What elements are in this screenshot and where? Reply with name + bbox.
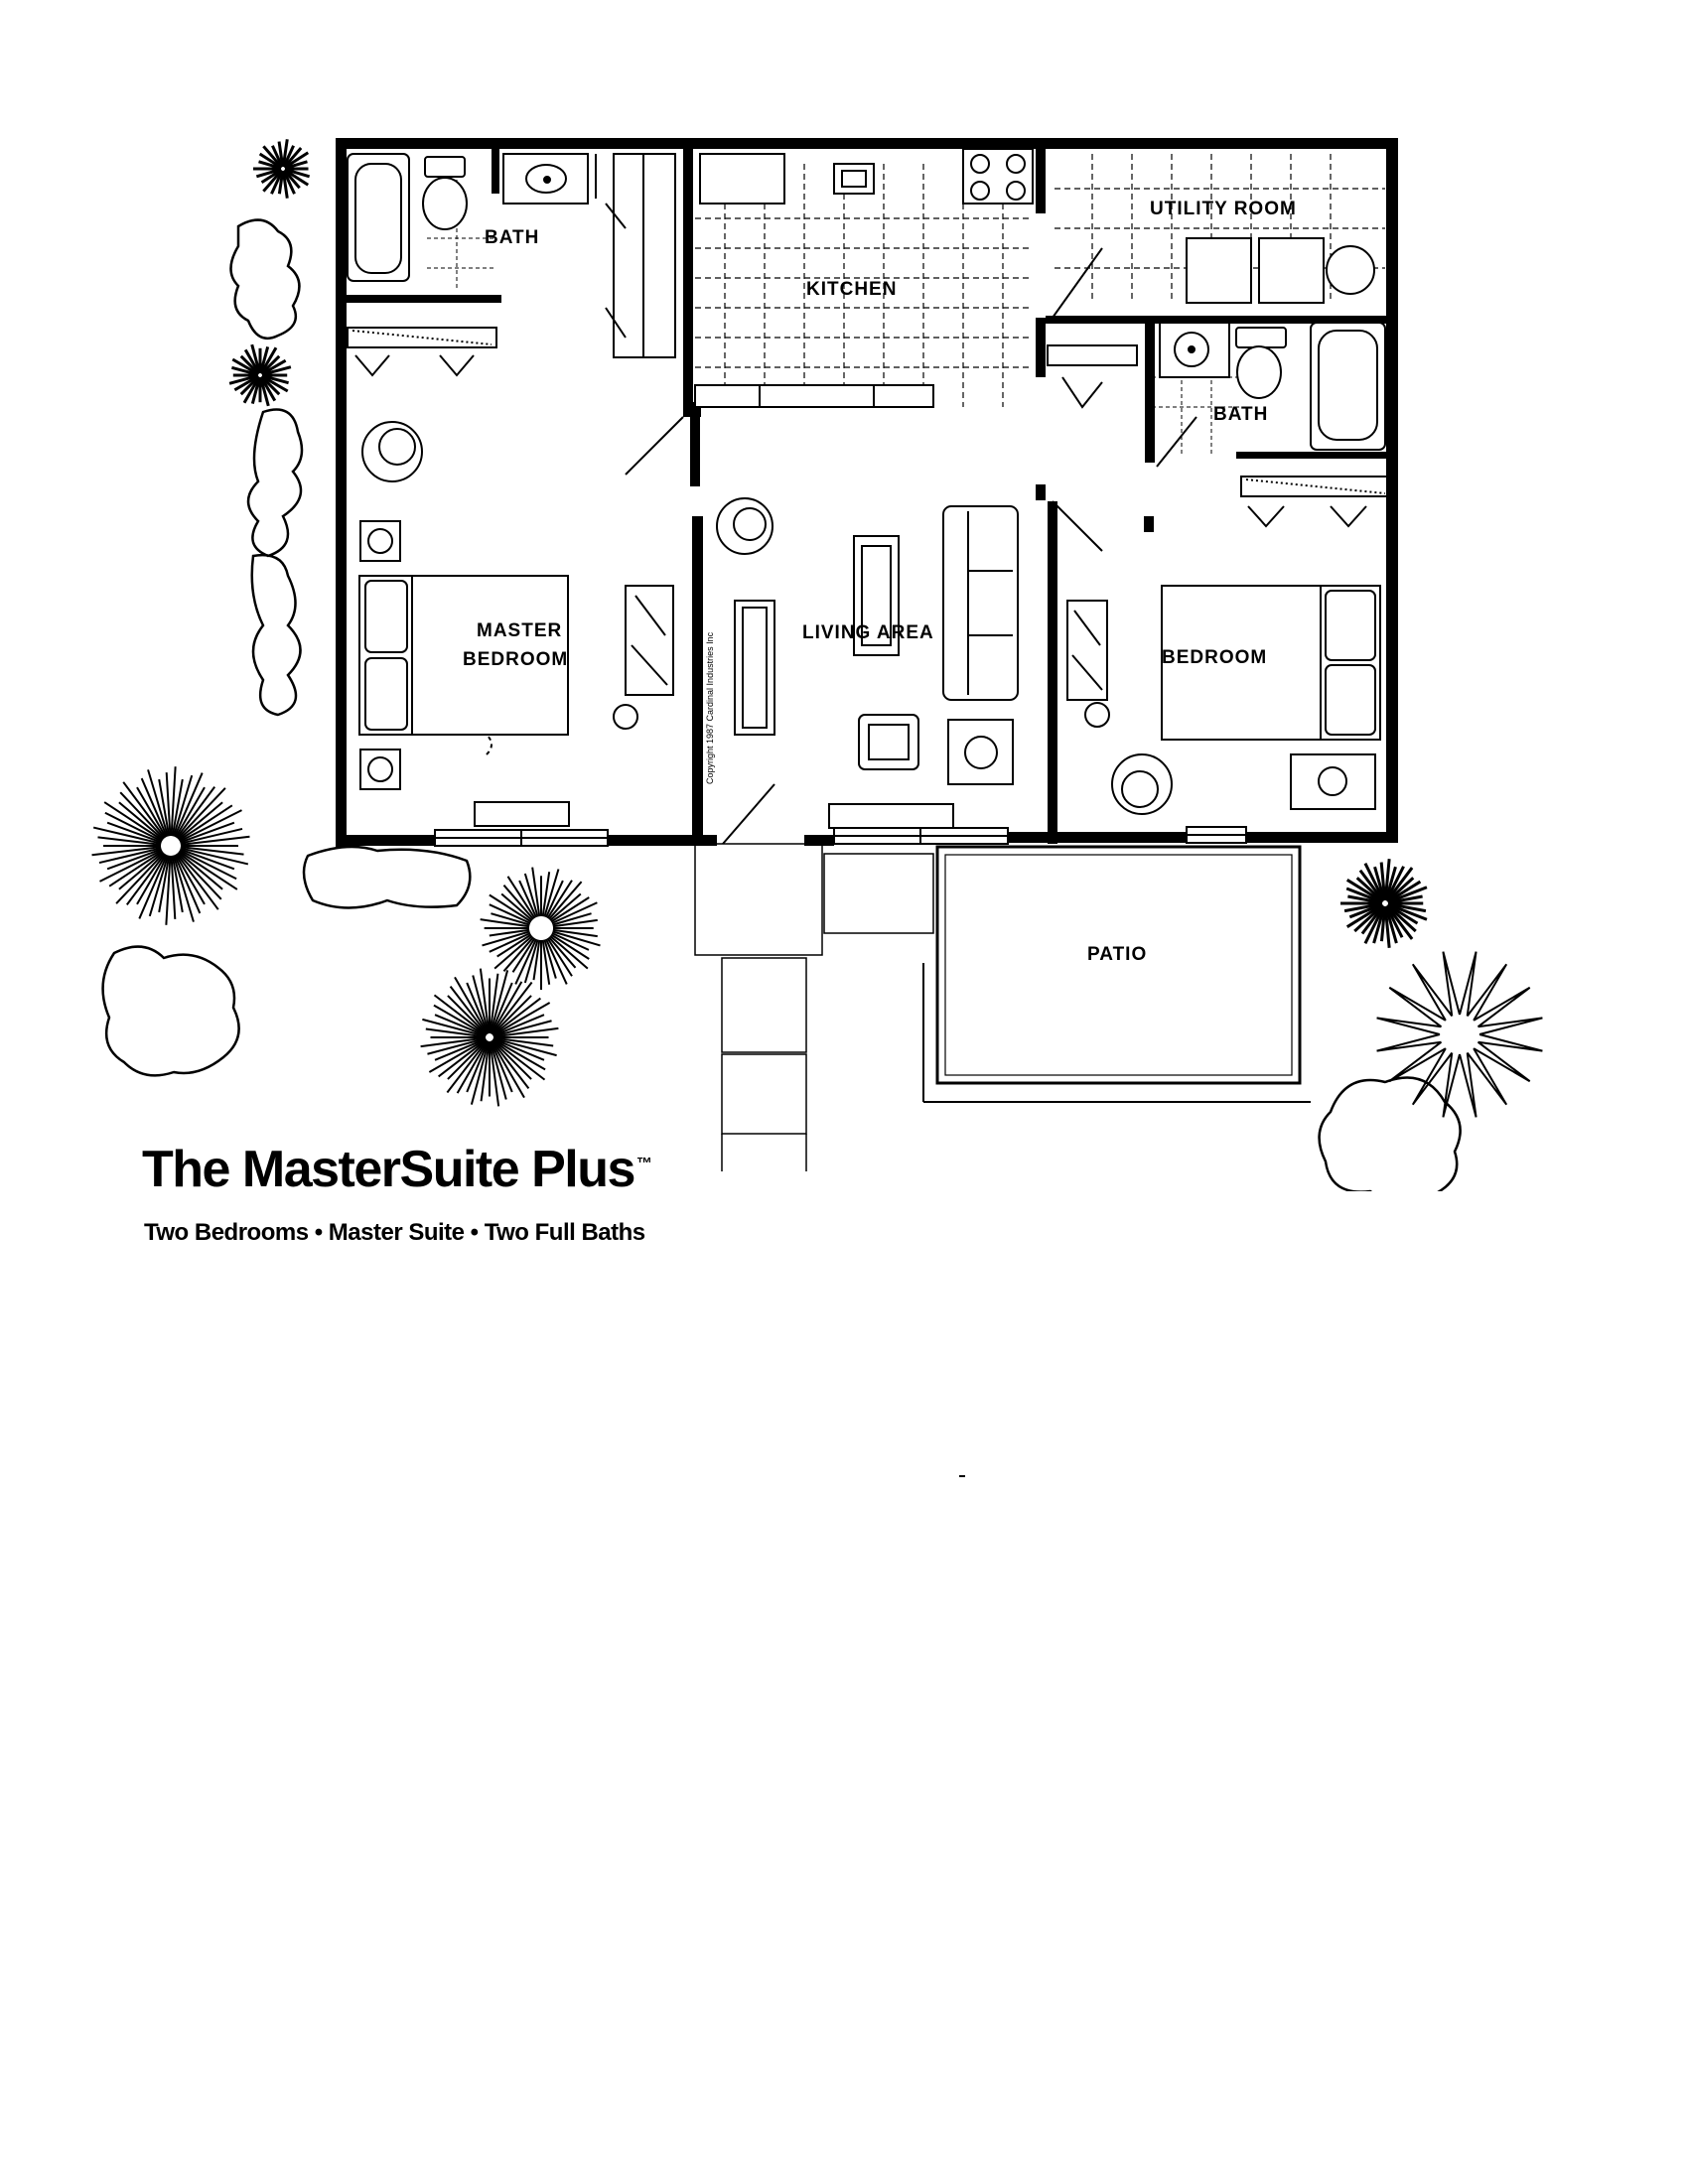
living-area-furniture [716,497,1019,829]
copyright-text: Copyright 1987 Cardinal Industries Inc [705,631,715,784]
landscape [91,139,1543,1191]
closets [347,153,1391,528]
label-bedroom: BEDROOM [1162,647,1267,668]
floor-plan: Copyright 1987 Cardinal Industries Inc B… [91,138,1543,1191]
master-bath-fixtures [347,153,589,282]
spiky-shrubs [91,139,1428,1107]
interior-walls [343,144,1398,844]
scan-speck [959,1475,965,1477]
spiky-shrub-2 [228,343,292,407]
utility-fixtures [1186,237,1375,304]
spiky-shrub-5 [420,968,559,1107]
plan-title-text: The MasterSuite Plus [142,1141,635,1198]
exterior-walls [336,138,1398,847]
utility-tile-grid [1055,154,1385,303]
label-utility-room: UTILITY ROOM [1150,199,1297,219]
spiky-shrub-6 [1340,859,1428,948]
label-master-line2: BEDROOM [463,649,568,670]
label-living-area: LIVING AREA [802,622,934,643]
hedge-left [101,218,1462,1191]
patio [922,845,1311,1103]
plan-subtitle: Two Bedrooms • Master Suite • Two Full B… [144,1219,645,1246]
label-master-line1: MASTER [477,620,562,641]
trademark-mark: ™ [635,1155,652,1172]
label-second-bath: BATH [1213,404,1268,425]
entry-walk [694,843,934,1171]
spiky-shrub-3 [91,766,250,925]
label-master-bath: BATH [485,227,539,248]
label-kitchen: KITCHEN [806,279,897,300]
door-swings [486,154,1197,845]
second-bath-fixtures [1159,322,1386,451]
spiky-shrub-1 [253,139,311,199]
label-patio: PATIO [1087,944,1147,965]
shrub-bloom [1376,951,1543,1118]
spiky-shrub-4 [480,867,601,990]
kitchen-fixtures [694,148,1034,408]
bedroom-furniture [1066,585,1381,815]
master-bedroom-furniture [358,421,674,827]
windows [434,826,1247,847]
